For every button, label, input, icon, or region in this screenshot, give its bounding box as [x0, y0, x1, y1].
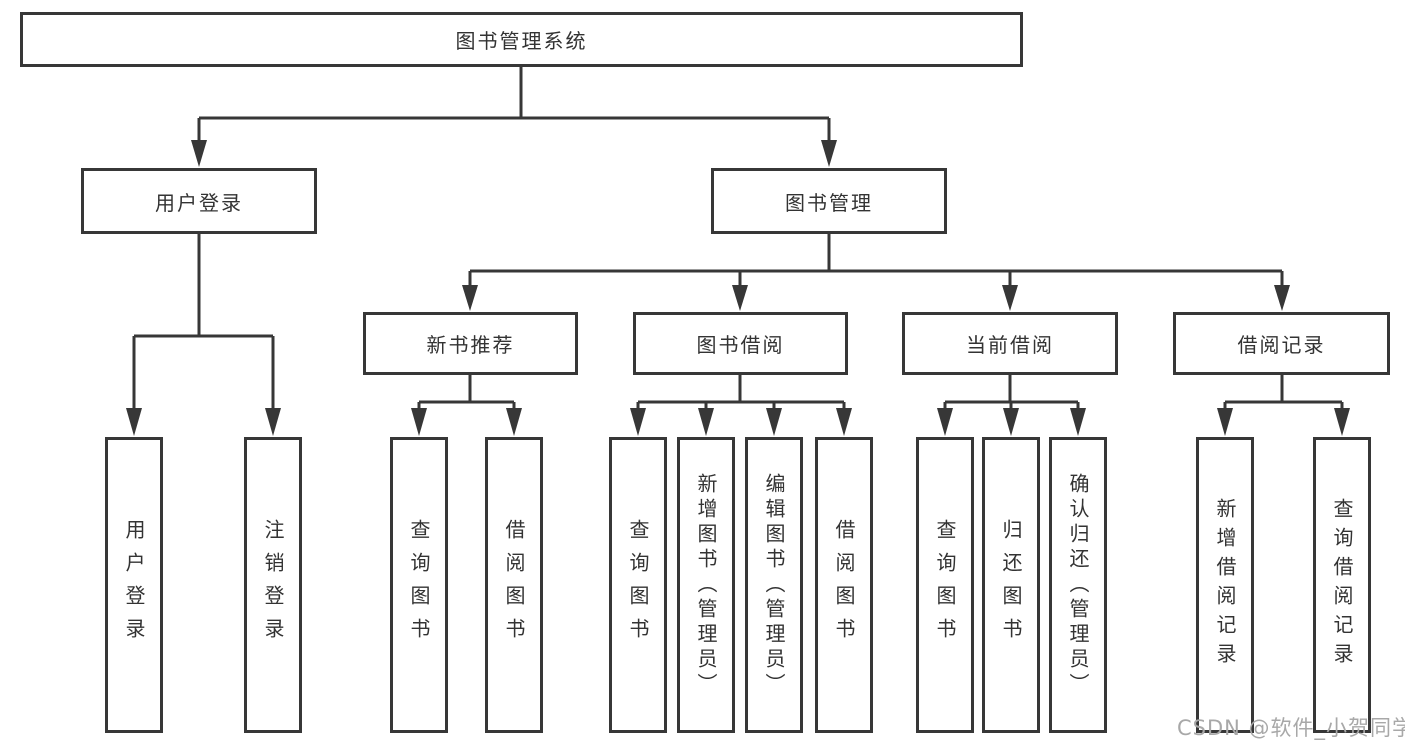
leaf-logout-label: 注销登录 — [261, 519, 285, 651]
leaf-borrow-books-recommend-label: 借阅图书 — [502, 519, 526, 651]
leaf-search-books-current: 查询图书 — [916, 437, 974, 733]
connector-user-login — [126, 234, 281, 436]
leaf-borrow-books-recommend: 借阅图书 — [485, 437, 543, 733]
leaf-search-books-recommend: 查询图书 — [390, 437, 448, 733]
leaf-return-books-label: 归还图书 — [999, 519, 1023, 651]
connector-root — [191, 67, 837, 167]
leaf-add-book-admin: 新增图书（管理员） — [677, 437, 735, 733]
node-borrowing-records-label: 借阅记录 — [1237, 333, 1326, 357]
node-borrowing-records: 借阅记录 — [1173, 312, 1390, 375]
node-current-borrowing: 当前借阅 — [902, 312, 1118, 375]
leaf-search-books-recommend-label: 查询图书 — [407, 519, 431, 651]
leaf-confirm-return-admin: 确认归还（管理员） — [1049, 437, 1107, 733]
connector-new-book-recommend — [411, 375, 522, 436]
leaf-search-borrow-record-label: 查询借阅记录 — [1330, 498, 1354, 672]
leaf-edit-book-admin: 编辑图书（管理员） — [745, 437, 803, 733]
leaf-add-borrow-record: 新增借阅记录 — [1196, 437, 1254, 733]
leaf-search-books-borrowing: 查询图书 — [609, 437, 667, 733]
leaf-add-book-admin-label: 新增图书（管理员） — [694, 472, 718, 698]
leaf-user-login-label: 用户登录 — [122, 519, 146, 651]
node-book-borrowing: 图书借阅 — [633, 312, 848, 375]
watermark-text: CSDN @软件_小贺同学 — [1177, 716, 1405, 740]
node-new-book-recommend: 新书推荐 — [363, 312, 578, 375]
connector-current-borrowing — [937, 375, 1086, 436]
connector-book-management — [462, 234, 1290, 311]
leaf-search-books-current-label: 查询图书 — [933, 519, 957, 651]
node-new-book-recommend-label: 新书推荐 — [426, 333, 515, 357]
leaf-confirm-return-admin-label: 确认归还（管理员） — [1066, 472, 1090, 698]
node-current-borrowing-label: 当前借阅 — [966, 333, 1054, 357]
node-root-label: 图书管理系统 — [455, 29, 588, 53]
node-book-management-label: 图书管理 — [785, 190, 873, 215]
leaf-borrow-books-borrowing-label: 借阅图书 — [832, 519, 856, 651]
connector-borrowing-records — [1217, 375, 1350, 436]
leaf-borrow-books-borrowing: 借阅图书 — [815, 437, 873, 733]
node-user-login-label: 用户登录 — [155, 190, 243, 215]
leaf-return-books: 归还图书 — [982, 437, 1040, 733]
leaf-logout: 注销登录 — [244, 437, 302, 733]
leaf-user-login: 用户登录 — [105, 437, 163, 733]
leaf-search-books-borrowing-label: 查询图书 — [626, 519, 650, 651]
node-root: 图书管理系统 — [20, 12, 1023, 67]
connector-book-borrowing — [630, 375, 852, 436]
node-book-management: 图书管理 — [711, 168, 947, 234]
node-user-login: 用户登录 — [81, 168, 317, 234]
node-book-borrowing-label: 图书借阅 — [696, 333, 785, 357]
leaf-add-borrow-record-label: 新增借阅记录 — [1213, 498, 1237, 672]
leaf-search-borrow-record: 查询借阅记录 — [1313, 437, 1371, 733]
leaf-edit-book-admin-label: 编辑图书（管理员） — [762, 472, 786, 698]
